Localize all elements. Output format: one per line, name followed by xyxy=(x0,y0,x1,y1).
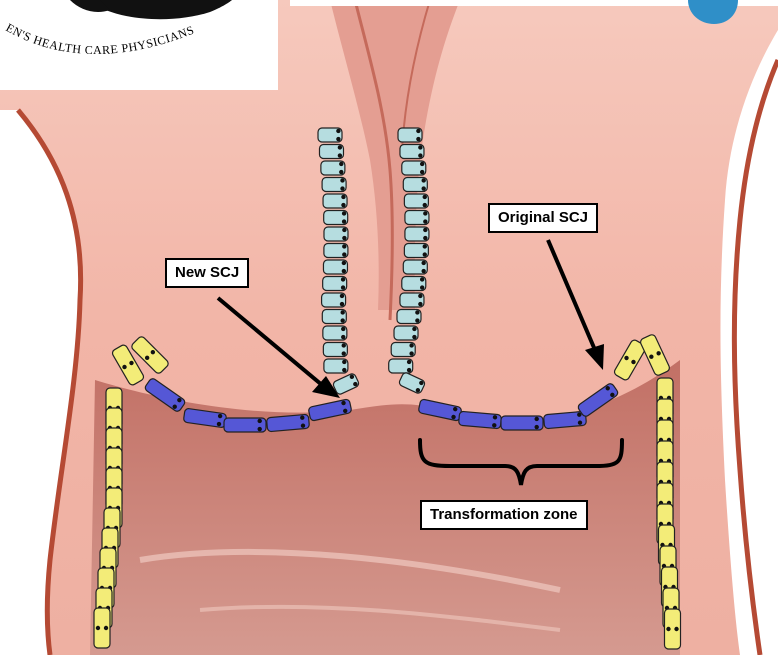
columnar-cell xyxy=(404,194,428,208)
squamous-cell xyxy=(665,609,681,649)
columnar-cell xyxy=(397,310,421,324)
columnar-cell xyxy=(324,359,348,373)
columnar-cell xyxy=(319,145,343,159)
metaplastic-cell xyxy=(501,416,543,430)
columnar-cell xyxy=(322,310,346,324)
new-scj-label: New SCJ xyxy=(165,258,249,288)
columnar-cell xyxy=(394,326,418,340)
columnar-cell xyxy=(324,211,348,225)
columnar-cell xyxy=(323,277,347,291)
columnar-cell xyxy=(405,211,429,225)
columnar-cell xyxy=(402,277,426,291)
columnar-cell xyxy=(323,326,347,340)
columnar-cell xyxy=(403,178,427,192)
columnar-cell xyxy=(403,260,427,274)
columnar-cell xyxy=(391,343,415,357)
columnar-cell xyxy=(321,161,345,175)
columnar-cell xyxy=(323,194,347,208)
transformation-zone-label: Transformation zone xyxy=(420,500,588,530)
columnar-cell xyxy=(402,161,426,175)
metaplastic-cell xyxy=(224,418,266,432)
columnar-cell xyxy=(322,293,346,307)
original-scj-label: Original SCJ xyxy=(488,203,598,233)
columnar-cell xyxy=(324,244,348,258)
columnar-cell xyxy=(405,227,429,241)
columnar-cell xyxy=(323,343,347,357)
metaplastic-cell xyxy=(543,411,586,429)
metaplastic-cell xyxy=(458,411,501,429)
metaplastic-cell xyxy=(266,414,309,432)
columnar-cell xyxy=(322,178,346,192)
columnar-cell xyxy=(318,128,342,142)
columnar-cell xyxy=(400,293,424,307)
logo: EN'S HEALTH CARE PHYSICIANS xyxy=(0,0,278,90)
columnar-cell xyxy=(389,359,413,373)
columnar-cell xyxy=(404,244,428,258)
columnar-cell xyxy=(400,145,424,159)
columnar-cell xyxy=(324,227,348,241)
squamous-cell xyxy=(94,608,110,648)
columnar-cell xyxy=(323,260,347,274)
columnar-cell xyxy=(398,128,422,142)
